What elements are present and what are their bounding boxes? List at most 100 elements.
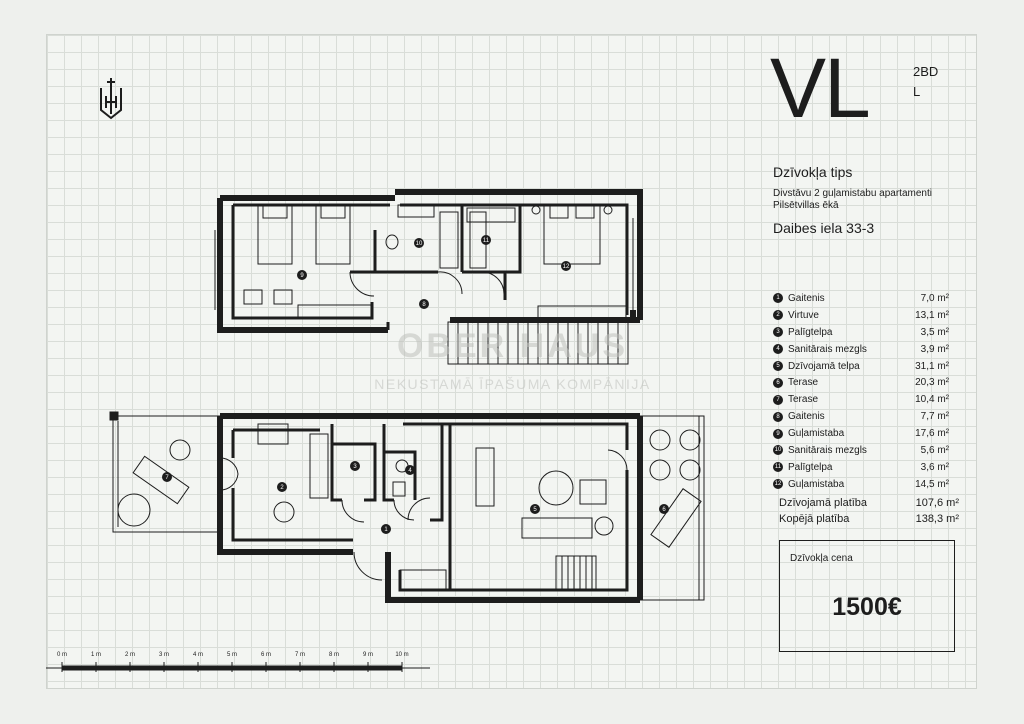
upper-furniture — [243, 203, 627, 319]
scale-tick-label: 0 m — [57, 652, 67, 658]
price-value: 1500€ — [832, 593, 902, 621]
description-line: Pilsētvillas ēkā — [773, 200, 839, 211]
plan-room-markers: 9 10 11 12 8 1 2 3 4 5 6 7 — [162, 235, 669, 534]
lower-room-marker: 1 — [381, 524, 391, 534]
total-value: 138,3 m² — [915, 513, 959, 525]
room-marker-label: 7 — [165, 475, 169, 481]
upper-room-marker: 11 — [481, 235, 491, 245]
upper-floor-walls — [217, 189, 643, 333]
description-line: Divstāvu 2 guļamistabu apartamenti — [773, 188, 932, 199]
room-marker-label: 5 — [533, 507, 537, 513]
room-number-badge: 11 — [773, 462, 783, 473]
terraces — [109, 411, 705, 601]
lower-room-marker: 6 — [659, 504, 669, 514]
room-row: 12 Guļamistaba 14,5 m² — [773, 476, 949, 493]
lower-room-marker: 5 — [530, 504, 540, 514]
room-marker-label: 10 — [416, 241, 423, 247]
room-marker-label: 6 — [662, 507, 666, 513]
room-area: 31,1 m² — [915, 360, 949, 372]
total-label: Kopējā platība — [779, 513, 850, 525]
size-class: L — [913, 84, 921, 99]
upper-room-marker: 10 — [414, 238, 424, 248]
scale-tick-label: 7 m — [295, 652, 305, 658]
bedroom-count: 2BD — [913, 64, 939, 79]
lower-staircase — [555, 555, 597, 591]
room-area: 7,7 m² — [920, 411, 949, 423]
brand-logo-icon — [100, 78, 122, 120]
apartment-address: Daibes iela 33-3 — [773, 220, 875, 236]
room-marker-label: 8 — [422, 302, 426, 308]
upper-room-marker: 9 — [297, 270, 307, 280]
room-number-badge: 5 — [773, 361, 783, 371]
room-area: 14,5 m² — [915, 478, 949, 490]
lower-room-marker: 2 — [277, 482, 287, 492]
room-marker-label: 9 — [300, 273, 304, 279]
room-marker-label: 2 — [280, 485, 284, 491]
room-row: 5 Dzīvojamā telpa 31,1 m² — [773, 358, 949, 375]
room-number-badge: 2 — [773, 310, 783, 321]
room-number-badge: 3 — [773, 327, 783, 338]
room-number-badge: 6 — [773, 377, 783, 388]
room-area: 3,5 m² — [920, 326, 949, 338]
lower-room-marker: 4 — [405, 465, 415, 475]
room-area: 17,6 m² — [915, 428, 949, 440]
price-box: Dzīvokļa cena 1500€ — [779, 540, 955, 652]
room-row: 6 Terase 20,3 m² — [773, 374, 949, 391]
room-name: Gaitenis — [788, 292, 825, 304]
room-name: Palīgtelpa — [788, 326, 833, 338]
scale-tick-label: 8 m — [329, 652, 339, 658]
upper-room-marker: 8 — [419, 299, 429, 309]
scale-tick-label: 1 m — [91, 652, 101, 658]
scale-tick-label: 3 m — [159, 652, 169, 658]
lower-door-swings — [219, 449, 628, 581]
apartment-code: VL — [770, 41, 871, 135]
scale-bar — [46, 662, 430, 672]
apartment-description: Divstāvu 2 guļamistabu apartamenti Pilsē… — [773, 188, 963, 212]
total-row: Kopējā platība 138,3 m² — [779, 513, 959, 529]
room-marker-label: 4 — [408, 468, 412, 474]
room-name: Gaitenis — [788, 411, 825, 423]
apartment-type-label: Dzīvokļa tips — [773, 164, 853, 180]
room-name: Terase — [788, 377, 819, 389]
room-area: 20,3 m² — [915, 377, 949, 389]
room-marker-label: 1 — [384, 527, 388, 533]
scale-tick-label: 5 m — [227, 652, 237, 658]
floor-plan: 9 10 11 12 8 1 2 3 4 5 6 7 0 m 1 m 2 m 3… — [46, 189, 705, 672]
room-number-badge: 12 — [773, 479, 783, 490]
total-row: Dzīvojamā platība 107,6 m² — [779, 497, 959, 513]
lower-room-marker: 7 — [162, 472, 172, 482]
grid-background — [46, 34, 977, 689]
room-row: 8 Gaitenis 7,7 m² — [773, 408, 949, 425]
room-area: 10,4 m² — [915, 394, 949, 406]
room-name: Dzīvojamā telpa — [788, 360, 860, 372]
room-number-badge: 4 — [773, 344, 783, 355]
room-name: Palīgtelpa — [788, 461, 833, 473]
apartment-code-details: 2BD L — [913, 62, 938, 102]
scale-tick-label: 9 m — [363, 652, 373, 658]
room-number-badge: 9 — [773, 428, 783, 439]
room-name: Sanitārais mezgls — [788, 343, 867, 355]
room-name: Guļamistaba — [788, 478, 845, 490]
scale-labels: 0 m 1 m 2 m 3 m 4 m 5 m 6 m 7 m 8 m 9 m … — [57, 652, 409, 658]
lower-floor-walls — [217, 413, 643, 603]
scale-tick-label: 4 m — [193, 652, 203, 658]
total-value: 107,6 m² — [915, 497, 959, 509]
room-number-badge: 10 — [773, 445, 783, 456]
upper-door-swings — [349, 271, 505, 297]
upper-room-marker: 12 — [561, 261, 571, 271]
room-name: Virtuve — [788, 309, 819, 321]
price-label: Dzīvokļa cena — [790, 553, 853, 564]
area-totals: Dzīvojamā platība 107,6 m² Kopējā platība… — [779, 497, 959, 529]
scale-tick-label: 6 m — [261, 652, 271, 658]
room-number-badge: 8 — [773, 411, 783, 422]
room-number-badge: 7 — [773, 394, 783, 405]
lower-furniture — [132, 423, 702, 591]
total-label: Dzīvojamā platība — [779, 497, 868, 509]
room-row: 3 Palīgtelpa 3,5 m² — [773, 324, 949, 341]
